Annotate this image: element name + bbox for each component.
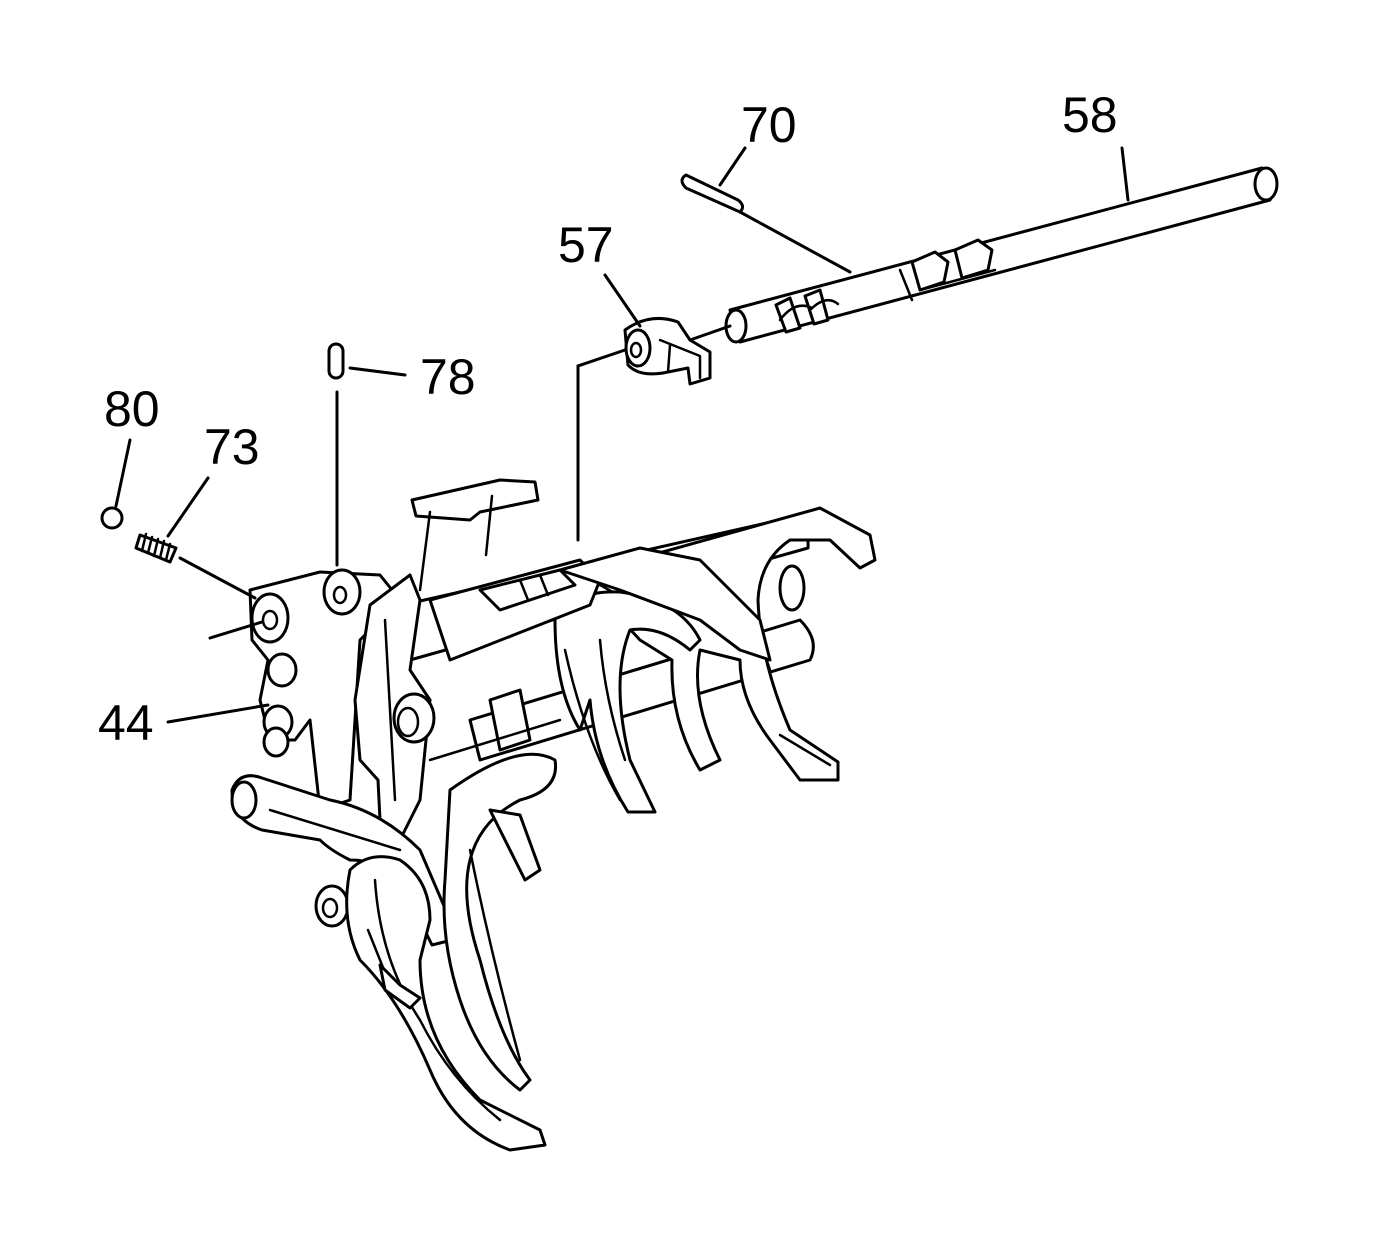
callout-70: 70 (741, 97, 797, 153)
roll-pin-70 (680, 173, 745, 214)
callout-73: 73 (204, 419, 260, 475)
detent-spring-73 (134, 532, 178, 564)
leader-80 (114, 438, 132, 508)
leader-70b (738, 210, 852, 274)
callout-44: 44 (98, 695, 154, 751)
callout-78: 78 (420, 349, 476, 405)
leader-44 (166, 703, 270, 724)
leader-57-rail (688, 324, 732, 342)
leader-spring-axis (208, 620, 264, 640)
leader-70 (718, 146, 747, 187)
callout-labels: 58 70 57 78 80 73 44 (98, 87, 1118, 751)
leader-lines (114, 146, 1130, 724)
leader-57-body (576, 348, 627, 542)
callout-80: 80 (104, 381, 160, 437)
shift-lug-57 (623, 316, 712, 386)
shift-rail (724, 166, 1279, 344)
leader-73-bore (178, 556, 257, 600)
detent-ball-80 (100, 506, 124, 530)
shift-fork-assembly-44 (230, 478, 877, 1152)
leader-78 (348, 366, 407, 377)
leader-73 (166, 476, 210, 538)
leader-57 (603, 273, 642, 328)
leader-58 (1120, 146, 1130, 202)
callout-57: 57 (558, 217, 614, 273)
callout-58: 58 (1062, 87, 1118, 143)
pin-78 (327, 342, 345, 380)
